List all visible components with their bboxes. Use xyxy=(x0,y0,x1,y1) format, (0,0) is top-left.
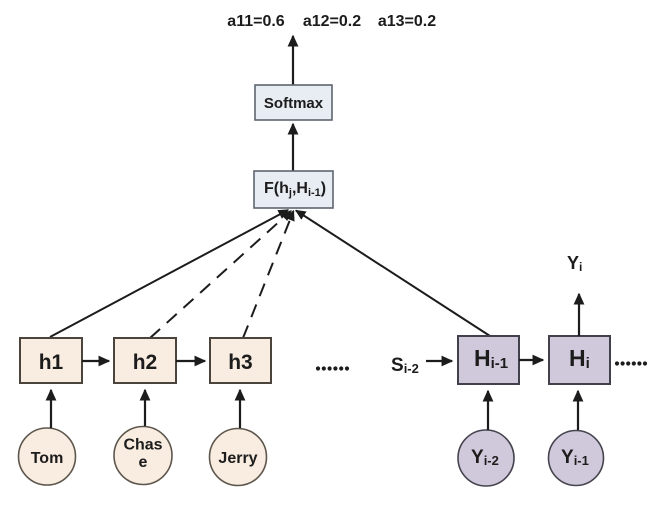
svg-text:h3: h3 xyxy=(228,351,253,374)
svg-text:e: e xyxy=(139,454,148,471)
svg-text:Softmax: Softmax xyxy=(264,95,324,112)
svg-text:Tom: Tom xyxy=(31,450,64,467)
svg-text:Chas: Chas xyxy=(123,437,162,454)
svg-text:a11=0.6: a11=0.6 xyxy=(227,13,285,30)
svg-text:a13=0.2: a13=0.2 xyxy=(378,13,436,30)
svg-text:Hi: Hi xyxy=(569,345,590,372)
svg-text:Yi-1: Yi-1 xyxy=(561,447,589,468)
svg-text:Si-2: Si-2 xyxy=(391,355,419,376)
svg-text:h1: h1 xyxy=(39,351,64,374)
svg-text:h2: h2 xyxy=(133,351,158,374)
svg-text:Yi: Yi xyxy=(567,253,582,274)
svg-text:Jerry: Jerry xyxy=(218,450,257,467)
svg-text:Yi-2: Yi-2 xyxy=(471,447,499,468)
svg-text:a12=0.2: a12=0.2 xyxy=(303,13,361,30)
